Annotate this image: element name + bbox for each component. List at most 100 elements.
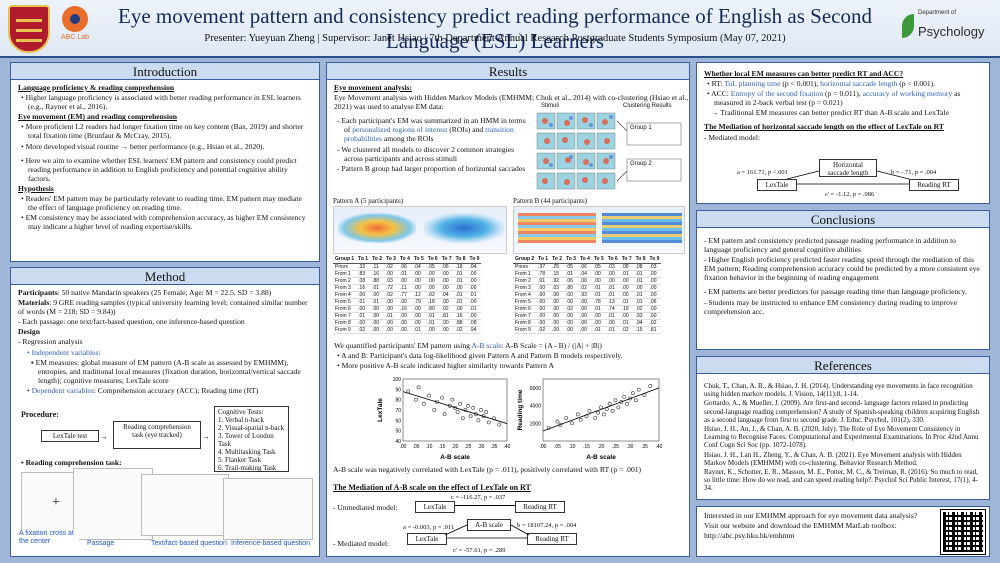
data-point	[479, 408, 483, 412]
table-cell: From 8	[513, 319, 537, 327]
x-tick-label: .35	[491, 444, 498, 450]
arrow-c	[455, 505, 515, 506]
table-cell: .00	[577, 312, 592, 320]
table-cell: .00	[384, 319, 398, 327]
abc-lab-logo: ABC Lab	[60, 6, 90, 52]
x-tick-label: .00	[400, 444, 407, 450]
qr-code[interactable]	[940, 509, 986, 555]
table-cell: .00	[647, 270, 662, 278]
conclusions-heading: Conclusions	[697, 211, 989, 228]
table-cell: .00	[411, 284, 426, 292]
x-tick-label: .25	[465, 444, 472, 450]
local-measures-panel: Whether local EM measures can better pre…	[696, 62, 990, 204]
table-row: From 2.08.88.03.00.00.00.00.01.00	[333, 277, 482, 285]
table-cell: .01	[619, 298, 634, 306]
reading-task-box: Reading comprehension task (eye tracked)	[113, 421, 201, 449]
table-row: From 9.02.00.00.00.01.00.00.02.94	[333, 326, 482, 334]
table-cell: .00	[439, 298, 454, 306]
table-cell: .79	[411, 298, 426, 306]
poster-title: Eye movement pattern and consistency pre…	[118, 4, 872, 53]
results-panel: Results Eye movement analysis: Eye Movem…	[326, 62, 690, 557]
table-cell: .00	[647, 277, 662, 285]
table-cell: .02	[633, 305, 648, 313]
table-cell: .00	[647, 284, 662, 292]
introduction-panel: Introduction Language proficiency & read…	[10, 62, 320, 262]
table-cell: .72	[384, 284, 398, 292]
table-cell: .01	[425, 319, 440, 327]
y-tick-label: 70	[395, 408, 401, 414]
table-cell: .16	[397, 305, 412, 313]
table-cell: .19	[619, 305, 634, 313]
emhmm-link[interactable]: http://abc.psy.hku.hk/emhmm	[704, 531, 795, 541]
table-cell: .06	[577, 263, 592, 271]
table-cell: .18	[425, 298, 440, 306]
x-tick-label: .05	[413, 444, 420, 450]
mediation-arrows	[444, 524, 530, 539]
data-point	[631, 391, 635, 396]
coclustering-figure: Stimuli Clustering Results	[527, 103, 687, 195]
table-cell: .01	[467, 291, 482, 299]
cognitive-test-item: 4. Multitasking Task	[218, 448, 276, 456]
data-point	[476, 418, 481, 423]
x-tick-label: .10	[426, 444, 433, 450]
table-cell: From 9	[513, 326, 537, 334]
x-tick-label: .20	[598, 444, 605, 450]
table-cell: .78	[536, 270, 551, 278]
table-cell: .00	[536, 312, 551, 320]
data-point	[432, 408, 437, 412]
table-cell: .03	[647, 263, 662, 271]
data-point	[622, 394, 627, 399]
table-cell: .16	[356, 284, 371, 292]
table-cell: .00	[536, 298, 551, 306]
table-cell: .00	[397, 326, 412, 334]
table-cell: .00	[370, 319, 385, 327]
data-point	[450, 397, 455, 402]
data-point	[593, 416, 598, 420]
table-cell: .01	[453, 291, 468, 299]
table-cell: .01	[619, 270, 634, 278]
table-cell: .01	[453, 277, 468, 285]
data-point	[578, 417, 583, 422]
table-cell: .78	[591, 298, 606, 306]
method-heading: Method	[11, 268, 319, 285]
data-point	[440, 395, 444, 400]
inference-question-screen	[223, 478, 313, 540]
table-cell: .00	[370, 305, 385, 313]
table-cell: .00	[467, 284, 482, 292]
table-cell: .15	[633, 326, 648, 334]
data-point	[602, 412, 606, 417]
table-cell: .02	[453, 326, 468, 334]
table-cell: .00	[411, 277, 426, 285]
table-row: From 6.00.00.02.00.01.74.19.02.00	[513, 305, 662, 313]
table-cell: .13	[605, 298, 620, 306]
data-point	[427, 393, 431, 398]
data-point	[575, 412, 580, 417]
data-point	[587, 408, 592, 413]
y-tick-label: 4000	[530, 404, 541, 410]
table-cell: .18	[453, 263, 468, 271]
table-cell: To 4	[577, 256, 592, 264]
table-cell: .16	[370, 270, 385, 278]
y-tick-label: 90	[395, 387, 401, 393]
med2-rt-box: Reading RT	[527, 533, 577, 545]
table-cell: .16	[453, 312, 468, 320]
table-cell: Group 2	[513, 256, 537, 264]
table-cell: .04	[439, 291, 454, 299]
data-point	[486, 420, 491, 425]
table-cell: .00	[647, 305, 662, 313]
table-cell: .81	[647, 326, 662, 334]
table-cell: .00	[591, 277, 606, 285]
y-axis-label: Reading time	[517, 389, 524, 430]
table-row: Priors.37.25.05.06.05.03.08.08.03	[513, 263, 662, 271]
table-cell: To 2	[370, 256, 385, 264]
table-cell: .00	[467, 312, 482, 320]
table-cell: .00	[577, 298, 592, 306]
table-cell: .00	[605, 277, 620, 285]
table-row: From 9.02.00.00.00.01.01.02.15.81	[513, 326, 662, 334]
table-cell: .00	[591, 270, 606, 278]
table-cell: .00	[397, 312, 412, 320]
x-tick-label: .00	[540, 444, 547, 450]
table-cell: .00	[397, 277, 412, 285]
